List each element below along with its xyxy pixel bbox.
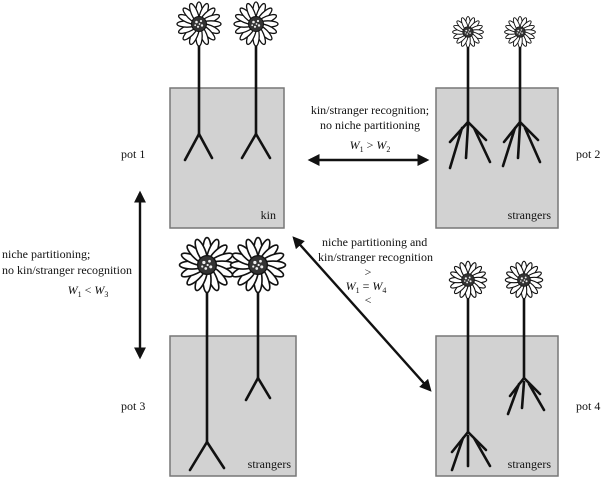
flower-icon (504, 16, 536, 48)
pot-1: pot 1 kin (121, 87, 285, 229)
annotation-diagonal-lt: < (365, 293, 372, 307)
plant-pot3-right (229, 236, 287, 402)
annotation-top-formula: W1 > W2 (350, 138, 391, 154)
annotation-top-line2: no niche partitioning (320, 118, 420, 132)
flower-icon (452, 16, 484, 48)
plant-pot1-left (176, 1, 222, 162)
pot-2-tag: strangers (508, 208, 552, 222)
annotation-top-line1: kin/stranger recognition; (311, 103, 429, 117)
annotation-diagonal-line2: kin/stranger recognition (318, 250, 433, 264)
pot-4-label: pot 4 (576, 399, 600, 413)
pot-1-label: pot 1 (121, 147, 145, 161)
pot-3: pot 3 strangers (121, 335, 297, 477)
pot-4-box (435, 335, 559, 477)
flower-icon (233, 1, 279, 47)
annotation-diagonal-gt: > (365, 265, 372, 279)
double-arrow-icon (292, 236, 432, 392)
annotation-left-line1: niche partitioning; (2, 247, 90, 261)
pot-3-tag: strangers (248, 457, 292, 471)
annotation-top: kin/stranger recognition; no niche parti… (311, 103, 429, 154)
annotation-left-formula: W1 < W3 (68, 283, 109, 299)
flower-icon (178, 236, 236, 294)
flower-icon (176, 1, 222, 47)
plant-pot2-left (448, 16, 492, 170)
annotation-diagonal: niche partitioning and kin/stranger reco… (318, 235, 433, 307)
annotation-diagonal-line1: niche partitioning and (322, 235, 427, 249)
annotation-left: niche partitioning; no kin/stranger reco… (2, 247, 132, 299)
annotation-diagonal-formula: W1 = W4 (346, 279, 387, 295)
pot-4-tag: strangers (508, 457, 552, 471)
pot-3-box (169, 335, 297, 477)
plant-pot2-right (501, 16, 542, 168)
flower-icon (504, 260, 544, 300)
pot-3-label: pot 3 (121, 399, 145, 413)
pot-1-tag: kin (261, 208, 276, 222)
pot-1-box (169, 87, 285, 229)
pot-2-label: pot 2 (576, 147, 600, 161)
pot-4: pot 4 strangers (435, 335, 600, 477)
flower-icon (448, 260, 488, 300)
plant-pot1-right (233, 1, 279, 160)
plant-pot4-right (504, 260, 546, 416)
plant-pot3-left (178, 236, 236, 472)
plant-pot4-left (448, 260, 492, 472)
annotation-left-line2: no kin/stranger recognition (2, 263, 132, 277)
flower-icon (229, 236, 287, 294)
